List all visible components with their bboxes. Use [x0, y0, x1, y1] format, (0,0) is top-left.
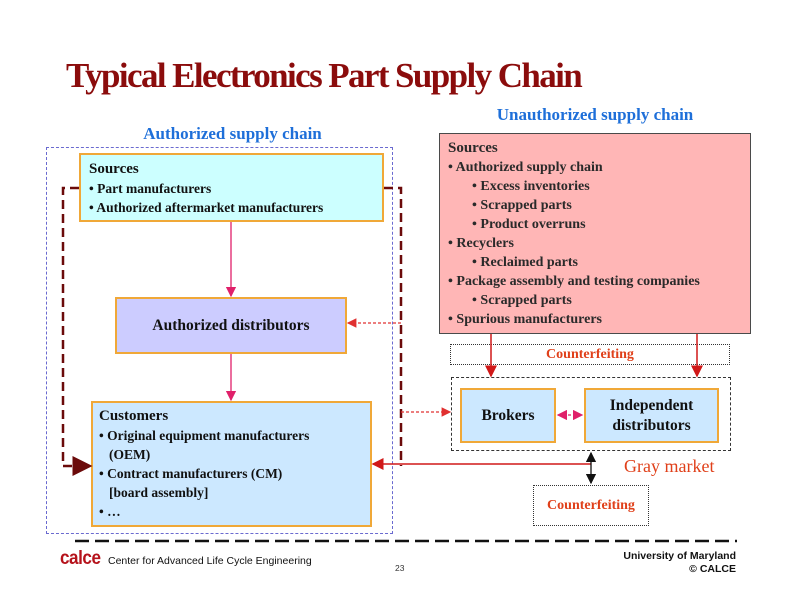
- footer-university: University of Maryland © CALCE: [623, 550, 736, 576]
- unauthorized-heading: Unauthorized supply chain: [496, 105, 694, 124]
- brokers-box: Brokers: [460, 388, 556, 443]
- list-item: • Authorized aftermarket manufacturers: [89, 200, 324, 215]
- footer-center-name: Center for Advanced Life Cycle Engineeri…: [108, 555, 312, 567]
- list-item: • Authorized supply chain: [448, 160, 603, 175]
- customers-box: Customers • Original equipment manufactu…: [91, 401, 372, 527]
- independent-label-line2: distributors: [612, 416, 691, 434]
- list-item: • Recyclers: [448, 236, 514, 251]
- list-item: (OEM): [109, 447, 151, 462]
- calce-logo: calce: [60, 548, 101, 569]
- counterfeiting-box-bottom: Counterfeiting: [533, 485, 649, 526]
- authorized-sources-box: Sources • Part manufacturers • Authorize…: [79, 153, 384, 222]
- list-item: • Scrapped parts: [472, 198, 572, 213]
- university-name: University of Maryland: [623, 550, 736, 562]
- page-number: 23: [395, 563, 405, 573]
- list-item: • Excess inventories: [472, 179, 590, 194]
- list-item: • Product overruns: [472, 217, 586, 232]
- sources-title: Sources: [448, 140, 498, 156]
- copyright: © CALCE: [689, 563, 736, 575]
- list-item: • Spurious manufacturers: [448, 312, 602, 327]
- independent-distributors-box: Independent distributors: [584, 388, 719, 443]
- list-item: • Scrapped parts: [472, 293, 572, 308]
- list-item: • Package assembly and testing companies: [448, 274, 700, 289]
- authorized-heading: Authorized supply chain: [143, 124, 322, 143]
- arrow-sources-direct-to-customers: [61, 186, 93, 476]
- list-item: • Contract manufacturers (CM): [99, 466, 283, 481]
- sources-title: Sources: [89, 161, 139, 177]
- list-item: • Reclaimed parts: [472, 255, 578, 270]
- independent-label-line1: Independent: [609, 396, 694, 414]
- customers-title: Customers: [99, 408, 169, 424]
- brokers-label: Brokers: [481, 406, 535, 424]
- list-item: [board assembly]: [109, 485, 209, 500]
- counterfeiting-label: Counterfeiting: [546, 346, 634, 362]
- list-item: • Part manufacturers: [89, 181, 212, 196]
- counterfeiting-box-top: Counterfeiting: [450, 344, 730, 365]
- gray-market-region: [451, 377, 731, 451]
- authorized-region: [46, 147, 393, 534]
- slide-title: Typical Electronics Part Supply Chain: [66, 56, 583, 95]
- list-item: • …: [99, 504, 121, 519]
- line-sources-to-unauthorized: [384, 186, 403, 466]
- gray-market-label: Gray market: [624, 456, 715, 476]
- list-item: • Original equipment manufacturers: [99, 428, 310, 443]
- unauthorized-sources-box: Sources • Authorized supply chain • Exce…: [439, 133, 751, 334]
- distributors-label: Authorized distributors: [152, 316, 310, 334]
- authorized-distributors-box: Authorized distributors: [115, 297, 347, 354]
- counterfeiting-label: Counterfeiting: [547, 497, 635, 513]
